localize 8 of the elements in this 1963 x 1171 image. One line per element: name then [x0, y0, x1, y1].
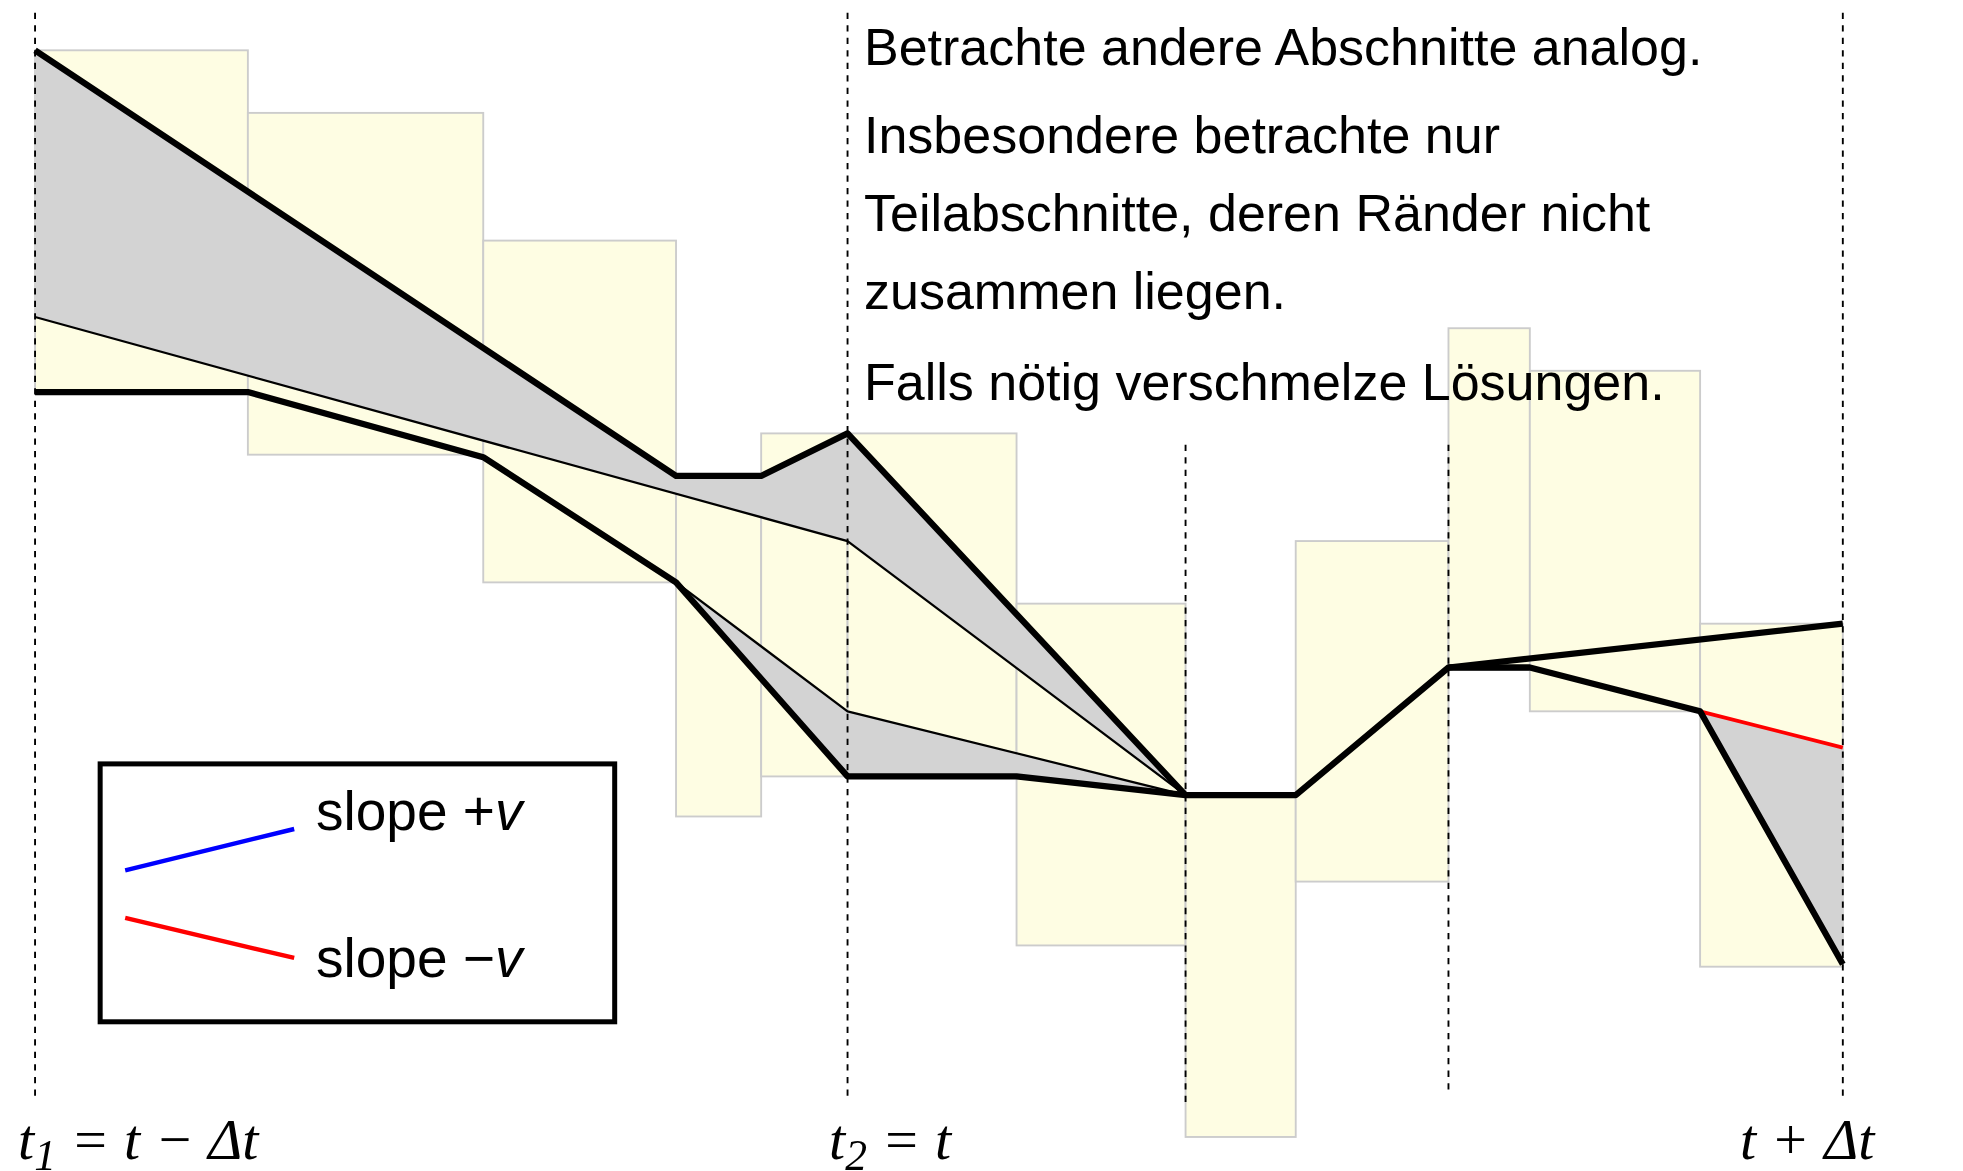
legend-label: slope +v [316, 779, 523, 844]
note-text: Insbesondere betrachte nur Teilabschnitte, deren Ränder nicht zusammen liegen. [864, 105, 1652, 322]
time-label: t + Δt [1740, 1106, 1875, 1171]
note-text: Betrachte andere Abschnitte analog. [864, 17, 1703, 78]
legend-label: slope −v [316, 926, 523, 991]
time-label: t$_{1}$ = t − Δt [18, 1106, 259, 1171]
note-text: Falls nötig verschmelze Lösungen. [864, 352, 1665, 413]
time-label: t$_{2}$ = t [829, 1106, 952, 1171]
